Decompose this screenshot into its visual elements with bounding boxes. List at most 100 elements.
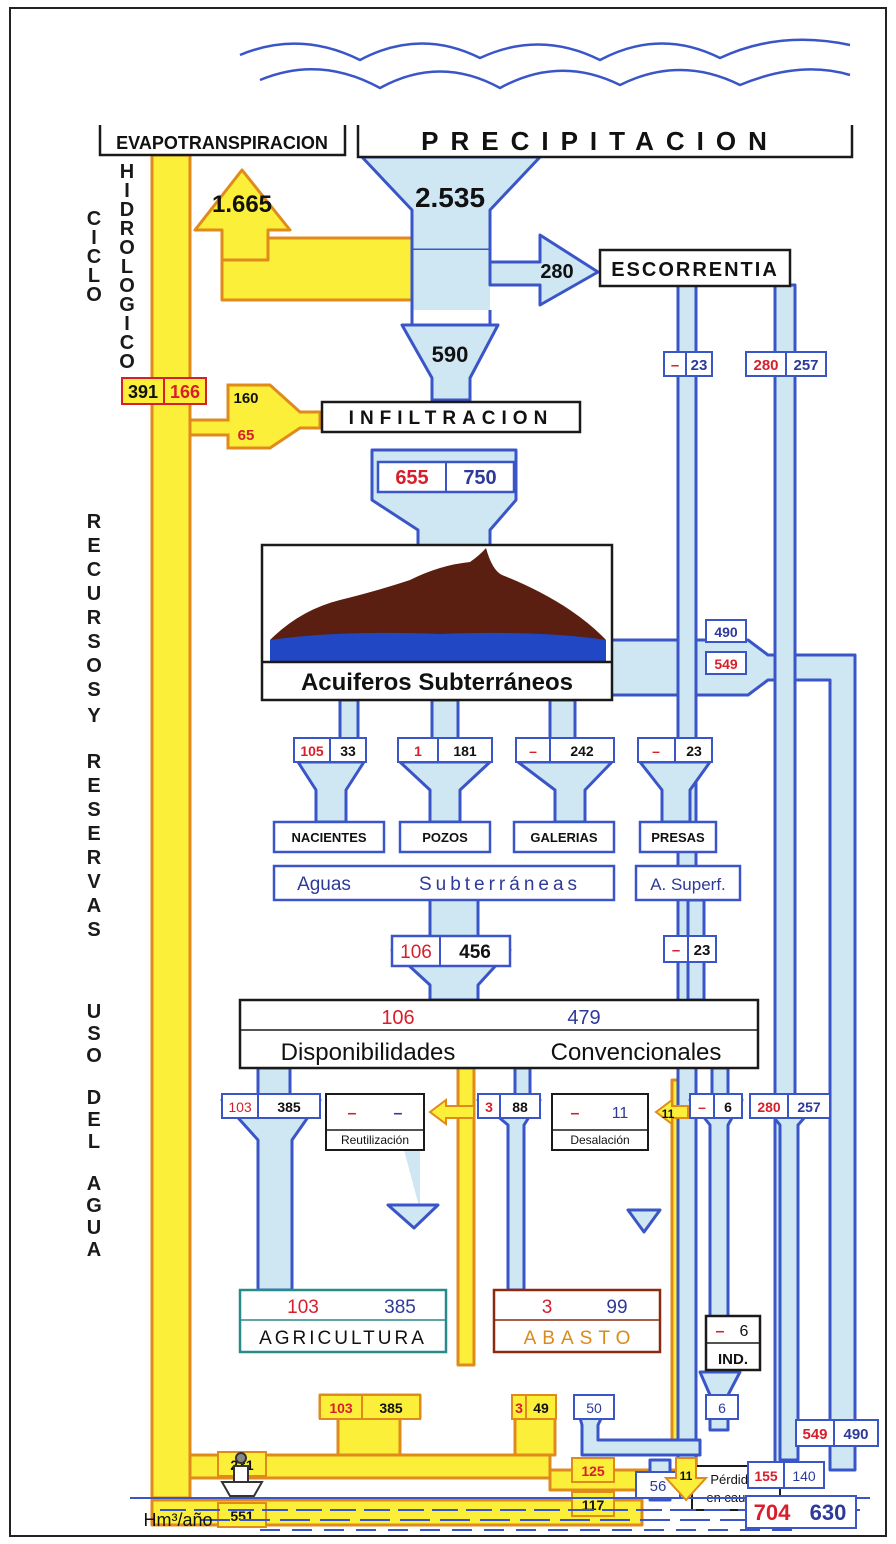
sea-56: 56: [650, 1478, 667, 1495]
ind-out-value: 6: [718, 1400, 726, 1416]
sea-11: 11: [680, 1469, 693, 1483]
agr-out-value: 385: [379, 1400, 403, 1416]
esc-col2-value: 257: [793, 357, 818, 374]
escorrentia-flow-value: 280: [540, 261, 573, 283]
evap-value: 1.665: [212, 191, 272, 218]
nac-value: 33: [340, 743, 356, 759]
ind-red: –: [716, 1323, 725, 1340]
ind-value: 6: [740, 1323, 749, 1340]
ind-in-value: 6: [724, 1099, 732, 1115]
ind-label: IND.: [718, 1351, 748, 1368]
esc-col1-label: – 23: [664, 352, 712, 376]
far-right-values: 549 490 155 140: [748, 1420, 878, 1488]
acu-out-top-value: 490: [714, 624, 738, 640]
esc-155: 155: [754, 1468, 778, 1484]
acuiferos-box: Acuiferos Subterráneos: [262, 545, 612, 700]
agricultura-box: 103 385 AGRICULTURA: [240, 1290, 446, 1352]
infiltracion-box: INFILTRACION: [322, 402, 580, 432]
reut-red: –: [348, 1105, 357, 1122]
sub-red: 106: [400, 942, 432, 963]
use-inflow-values: 103 385 3 88 – 6 280 257: [222, 1094, 830, 1118]
aba-in-red: 3: [485, 1099, 493, 1115]
desalacion-box: – 11 Desalación: [552, 1094, 648, 1150]
precipitacion-label: PRECIPITACION: [421, 126, 779, 156]
infil-side-bottom-value: 65: [238, 427, 255, 444]
total-red: 704: [754, 1500, 791, 1525]
reut-blue: –: [394, 1105, 403, 1122]
infiltracion-label: INFILTRACION: [349, 408, 554, 429]
acu-out-bottom-value: 549: [714, 656, 738, 672]
evap-red-value: 166: [170, 382, 200, 402]
far-490: 490: [843, 1426, 868, 1443]
acuiferos-label: Acuiferos Subterráneos: [301, 669, 573, 696]
evapotranspiracion-box: EVAPOTRANSPIRACION: [100, 125, 345, 155]
disponibilidades-box: 106 479 Disponibilidades Convencionales: [240, 1000, 758, 1068]
presas-label: PRESAS: [651, 830, 705, 845]
infil-red-value: 655: [395, 467, 428, 489]
esc-col1-red: –: [671, 357, 679, 374]
agr-red: 103: [287, 1297, 319, 1318]
esc-140: 140: [792, 1468, 816, 1484]
infiltracion-out-label: 655 750: [378, 462, 514, 492]
esc-col2-red: 280: [753, 357, 778, 374]
gal-value: 242: [570, 743, 594, 759]
evap-split-label: 391 166: [122, 378, 206, 404]
subterraneas-label: Subterráneas: [419, 874, 581, 895]
sup-value: 23: [694, 942, 711, 959]
infil-side-top-value: 160: [233, 390, 258, 407]
precipitacion-box: PRECIPITACION: [358, 125, 852, 157]
convencionales-label: Convencionales: [551, 1039, 722, 1066]
ind-in-red: –: [698, 1099, 706, 1115]
units-label: Hm³/año: [143, 1510, 212, 1530]
precip-value: 2.535: [415, 182, 485, 213]
agr-in-red: 103: [228, 1099, 252, 1115]
esc-col1-value: 23: [691, 357, 708, 374]
escorrentia-box: ESCORRENTIA: [600, 250, 790, 286]
sup-red: –: [672, 942, 680, 959]
evapotranspiracion-label: EVAPOTRANSPIRACION: [116, 133, 328, 153]
reutilizacion-box: – – Reutilización: [326, 1094, 424, 1150]
aba-out-red: 3: [515, 1400, 523, 1416]
superf-label: A. Superf.: [650, 875, 726, 894]
abasto-box: 3 99 ABASTO: [494, 1290, 660, 1352]
r-col-red: 280: [757, 1099, 781, 1115]
sub-values: 106 456 – 23: [392, 936, 716, 966]
desalacion-label: Desalación: [570, 1133, 629, 1147]
aba-red: 3: [542, 1297, 553, 1318]
aguas-subterraneas-box: Aguas Subterráneas: [274, 866, 614, 900]
total-blue: 630: [810, 1500, 847, 1525]
r-col-value: 257: [797, 1099, 821, 1115]
des-flow-value: 11: [662, 1107, 675, 1121]
pozos-label: POZOS: [422, 830, 468, 845]
aba-in-value: 88: [512, 1099, 528, 1115]
aba-out-blue: 50: [586, 1400, 602, 1416]
ind-box: – 6 IND.: [706, 1316, 760, 1370]
cloud-icon: [240, 40, 850, 88]
disp-blue: 479: [567, 1007, 600, 1029]
per-125: 125: [581, 1463, 605, 1479]
esc-col2-label: 280 257: [746, 352, 826, 376]
sub-value: 456: [459, 942, 491, 963]
disponibilidades-label: Disponibilidades: [281, 1039, 456, 1066]
aba-value: 99: [606, 1297, 627, 1318]
des-value: 11: [612, 1105, 629, 1122]
superf-box: A. Superf.: [636, 866, 740, 900]
infil-blue-value: 750: [463, 467, 496, 489]
source-boxes: NACIENTES POZOS GALERIAS PRESAS: [274, 822, 716, 852]
agricultura-label: AGRICULTURA: [259, 1328, 427, 1349]
aquifer-water-icon: [270, 633, 606, 662]
aba-out-value: 49: [533, 1400, 549, 1416]
galerias-label: GALERIAS: [530, 830, 598, 845]
aguas-label: Aguas: [297, 874, 351, 895]
agr-value: 385: [384, 1297, 416, 1318]
agr-in-value: 385: [277, 1099, 301, 1115]
agr-out-red: 103: [329, 1400, 353, 1416]
infiltracion-in-value: 590: [432, 342, 469, 367]
